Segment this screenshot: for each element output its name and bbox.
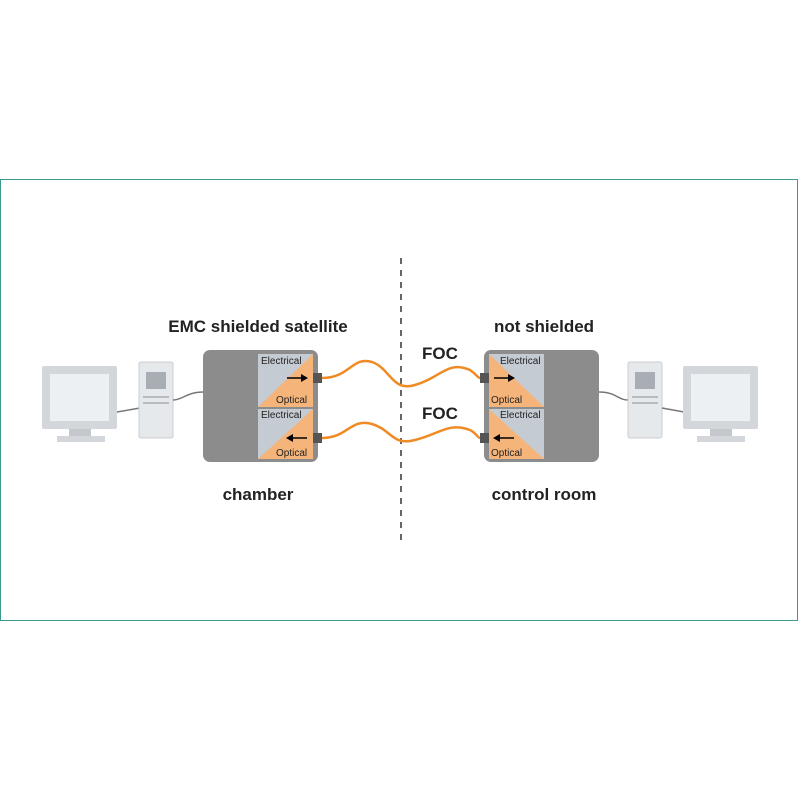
foc-bottom-label: FOC xyxy=(422,404,458,423)
left-top-label: EMC shielded satellite xyxy=(168,317,348,336)
right-pc-tower-icon xyxy=(627,361,663,439)
right-bottom-label: control room xyxy=(492,485,597,504)
right-optical-bottom-label: Optical xyxy=(491,448,522,459)
left-bottom-label: chamber xyxy=(223,485,294,504)
right-electrical-top-label: Electrical xyxy=(500,356,541,367)
right-monitor-icon xyxy=(683,366,758,442)
left-optical-top-label: Optical xyxy=(276,395,307,406)
left-electrical-bottom-label: Electrical xyxy=(261,410,302,421)
right-electrical-bottom-label: Electrical xyxy=(500,410,541,421)
left-electrical-top-label: Electrical xyxy=(261,356,302,367)
left-optical-bottom-label: Optical xyxy=(276,448,307,459)
right-top-label: not shielded xyxy=(494,317,594,336)
right-port-top xyxy=(480,373,489,383)
diagram-frame xyxy=(0,179,798,621)
left-monitor-icon xyxy=(42,366,117,442)
foc-cable-bottom xyxy=(321,421,481,443)
right-converter-box xyxy=(480,350,599,462)
left-pc-cable xyxy=(172,391,205,401)
right-pc-cable xyxy=(598,391,629,401)
right-optical-top-label: Optical xyxy=(491,395,522,406)
left-port-bottom xyxy=(313,433,322,443)
left-monitor-cable xyxy=(116,407,141,413)
foc-top-label: FOC xyxy=(422,344,458,363)
right-monitor-cable xyxy=(661,407,685,413)
foc-cable-top xyxy=(321,359,481,388)
right-port-bottom xyxy=(480,433,489,443)
left-port-top xyxy=(313,373,322,383)
left-converter-box xyxy=(203,350,322,462)
left-pc-tower-icon xyxy=(138,361,174,439)
